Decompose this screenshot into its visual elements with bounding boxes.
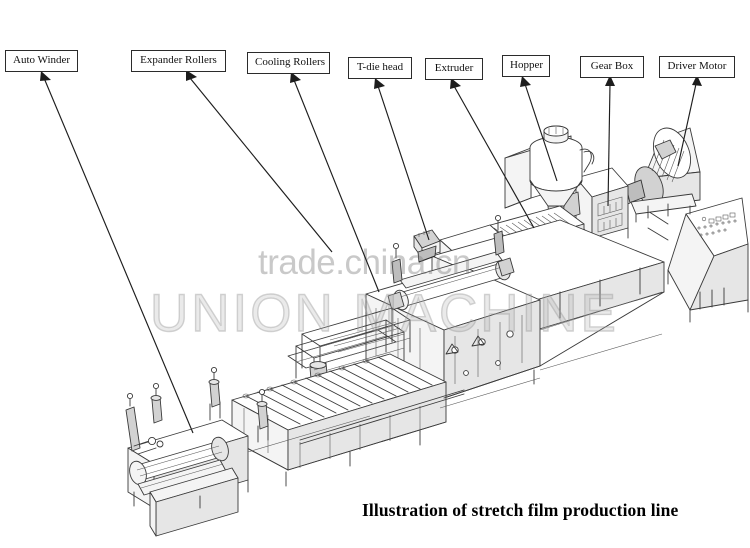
- leader-gear-box: [605, 75, 615, 207]
- callout-expander-rollers[interactable]: Expander Rollers: [131, 50, 226, 72]
- callout-hopper[interactable]: Hopper: [502, 55, 550, 77]
- leader-auto-winder: [40, 71, 194, 434]
- leader-driver-motor: [677, 75, 702, 167]
- callout-cooling-rollers[interactable]: Cooling Rollers: [247, 52, 330, 74]
- chill-roll: [387, 214, 515, 311]
- tension-roll-posts: [150, 366, 269, 443]
- t-die-head: [413, 229, 441, 263]
- callout-t-die-head[interactable]: T-die head: [348, 57, 412, 79]
- cooling-roller-bed: [231, 353, 465, 487]
- floor-rails: [247, 291, 665, 453]
- callout-auto-winder[interactable]: Auto Winder: [5, 50, 78, 72]
- auto-winder: [125, 392, 249, 537]
- leader-expander-rollers: [186, 70, 333, 253]
- leader-t-die-head: [374, 78, 430, 241]
- leader-cooling-rollers: [290, 72, 380, 293]
- leader-hopper: [520, 76, 558, 182]
- leader-extruder: [450, 78, 535, 229]
- callout-gear-box[interactable]: Gear Box: [580, 56, 644, 78]
- callout-extruder[interactable]: Extruder: [425, 58, 483, 80]
- control-panel-cabinet: [639, 197, 749, 323]
- diagram-caption: Illustration of stretch film production …: [362, 500, 679, 520]
- callout-driver-motor[interactable]: Driver Motor: [659, 56, 735, 78]
